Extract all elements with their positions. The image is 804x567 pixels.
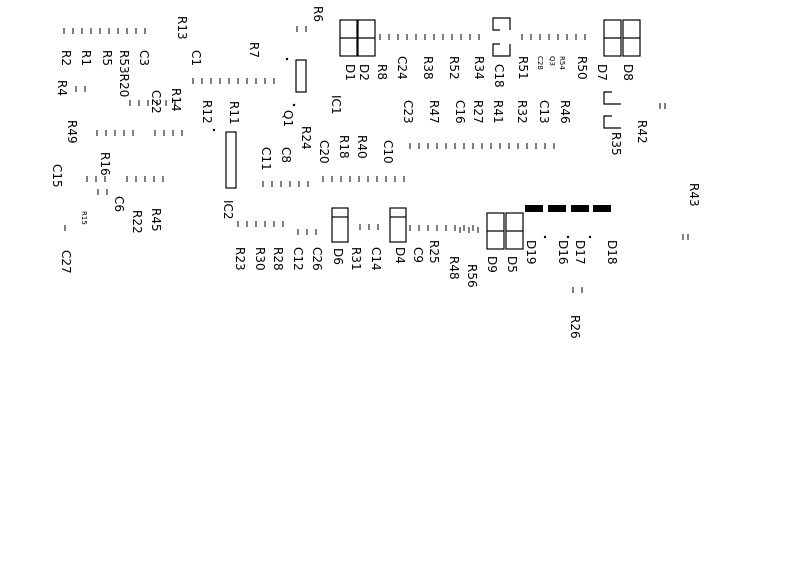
label-r23: R23 — [233, 247, 247, 271]
label-c20: C20 — [317, 140, 331, 164]
label-r40: R40 — [355, 135, 369, 159]
label-r8: R8 — [375, 64, 389, 80]
label-r31: R31 — [349, 247, 363, 271]
label-r1: R1 — [79, 50, 93, 66]
label-r43: R43 — [687, 183, 701, 207]
label-c13: C13 — [537, 100, 551, 124]
d6-outline — [331, 207, 349, 243]
label-r30: R30 — [253, 247, 267, 271]
label-q1: Q1 — [281, 110, 295, 127]
label-r52: R52 — [447, 56, 461, 80]
label-r51: R51 — [516, 56, 530, 80]
c18-bracket-top — [492, 17, 511, 31]
label-d8: D8 — [621, 64, 635, 81]
label-r7: R7 — [247, 42, 261, 58]
label-q3: Q3 — [548, 56, 556, 66]
label-r46: R46 — [558, 100, 572, 124]
label-r4: R4 — [55, 80, 69, 96]
label-c9: C9 — [411, 247, 425, 263]
ic1-outline — [295, 59, 307, 93]
r35-bracket-bottom — [603, 115, 621, 129]
label-d17: D17 — [573, 240, 587, 265]
d17-band — [571, 205, 589, 212]
label-c24: C24 — [395, 56, 409, 80]
label-r25: R25 — [427, 240, 441, 264]
label-d6: D6 — [331, 248, 345, 265]
label-r14: R14 — [169, 88, 183, 112]
label-r24: R24 — [299, 126, 313, 150]
label-r56: R56 — [465, 264, 479, 288]
label-c22: C22 — [149, 90, 163, 114]
label-r50: R50 — [575, 56, 589, 80]
label-r5: R5 — [100, 50, 114, 66]
label-c3: C3 — [137, 50, 151, 66]
label-c10: C10 — [381, 140, 395, 164]
label-r45: R45 — [149, 208, 163, 232]
label-c8: C8 — [279, 147, 293, 163]
d16-band — [548, 205, 566, 212]
label-c1: C1 — [189, 50, 203, 66]
label-r34: R34 — [472, 56, 486, 80]
label-c6: C6 — [112, 196, 126, 212]
d19-band — [525, 205, 543, 212]
label-c14: C14 — [369, 247, 383, 271]
label-r32: R32 — [515, 100, 529, 124]
label-r53r20: R53R20 — [117, 50, 131, 97]
label-d19: D19 — [524, 240, 538, 265]
ic2-outline — [225, 131, 237, 189]
label-r11: R11 — [227, 101, 241, 125]
component-outlines — [212, 17, 641, 250]
label-r35: R35 — [609, 132, 623, 156]
label-r41: R41 — [491, 100, 505, 124]
label-r54: R54 — [558, 56, 566, 70]
label-c27: C27 — [59, 250, 73, 274]
label-c15: C15 — [50, 164, 64, 188]
label-r38: R38 — [421, 56, 435, 80]
label-r48: R48 — [447, 256, 461, 280]
label-r49: R49 — [65, 120, 79, 144]
label-r18: R18 — [337, 135, 351, 159]
label-c11: C11 — [259, 147, 273, 171]
label-c16: C16 — [453, 100, 467, 124]
label-d2: D2 — [357, 64, 371, 81]
d18-band — [593, 205, 611, 212]
label-r42: R42 — [635, 120, 649, 144]
label-d5: D5 — [505, 256, 519, 273]
label-r28: R28 — [271, 247, 285, 271]
label-d1: D1 — [343, 64, 357, 81]
label-ic1: IC1 — [329, 95, 343, 115]
label-r26: R26 — [568, 315, 582, 339]
label-d4: D4 — [393, 247, 407, 264]
label-r16: R16 — [98, 152, 112, 176]
label-d9: D9 — [485, 256, 499, 273]
label-c26: C26 — [310, 247, 324, 271]
c18-bracket-bottom — [492, 43, 511, 57]
label-d7: D7 — [595, 64, 609, 81]
label-r22: R22 — [130, 210, 144, 234]
label-r13: R13 — [175, 16, 189, 40]
r35-bracket-top — [603, 91, 621, 105]
label-c18: C18 — [492, 64, 506, 88]
label-c28: C28 — [536, 56, 544, 70]
label-ic2: IC2 — [221, 200, 235, 220]
d4-outline — [389, 207, 407, 243]
label-r12: R12 — [200, 100, 214, 124]
label-c23: C23 — [401, 100, 415, 124]
label-d18: D18 — [605, 240, 619, 265]
pad-marks — [63, 26, 689, 293]
label-r6: R6 — [311, 6, 325, 22]
label-c12: C12 — [291, 247, 305, 271]
label-d16: D16 — [556, 240, 570, 265]
label-r27: R27 — [471, 100, 485, 124]
label-r2: R2 — [59, 50, 73, 66]
label-r15: R15 — [80, 211, 88, 225]
label-r47: R47 — [427, 100, 441, 124]
